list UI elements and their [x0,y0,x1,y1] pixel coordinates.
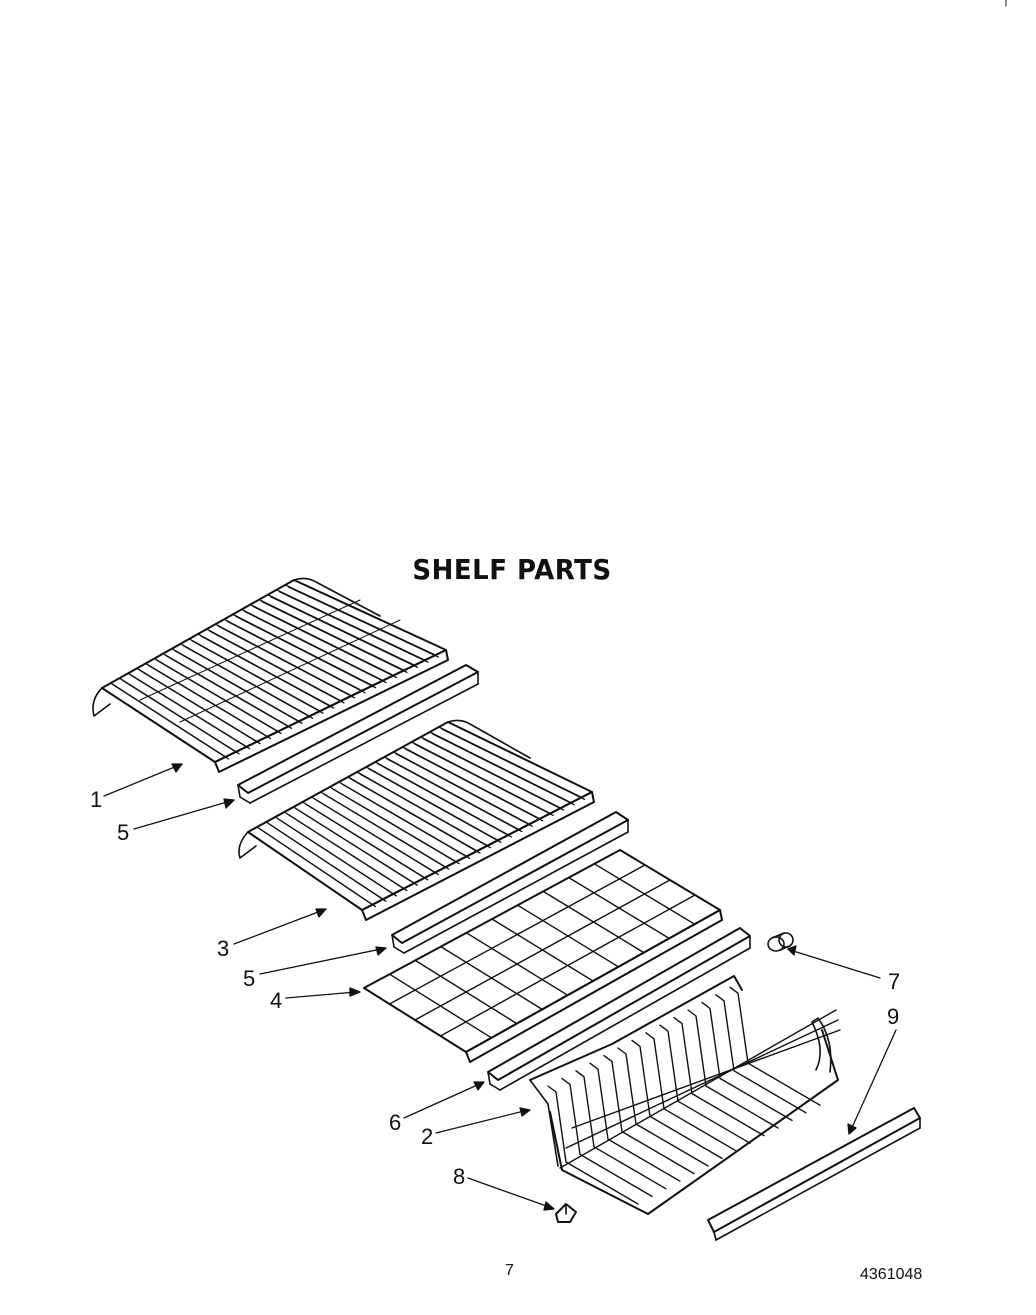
callout-5-upper: 5 [117,820,130,845]
shelf-1 [93,578,448,772]
callout-5-lower: 5 [243,966,256,991]
shelf-4 [364,850,722,1062]
rail-5-upper [238,665,478,803]
shelf-3 [239,720,594,920]
callout-4: 4 [270,988,283,1013]
callout-7: 7 [888,969,901,994]
callout-1: 1 [90,787,103,812]
leader-lines [104,764,896,1210]
diagram-title: SHELF PARTS [412,553,612,586]
callout-9: 9 [887,1004,900,1029]
callout-8: 8 [453,1164,466,1189]
callout-6: 6 [389,1110,402,1135]
rail-5-lower [392,812,628,953]
callout-2: 2 [421,1124,434,1149]
basket-2 [530,976,840,1214]
trim-9 [708,1108,920,1240]
page-number: 7 [505,1262,514,1279]
callout-3: 3 [217,936,230,961]
rail-6 [488,928,750,1090]
part-number: 4361048 [860,1266,923,1283]
roller-7 [768,933,793,951]
clip-8 [556,1204,576,1222]
